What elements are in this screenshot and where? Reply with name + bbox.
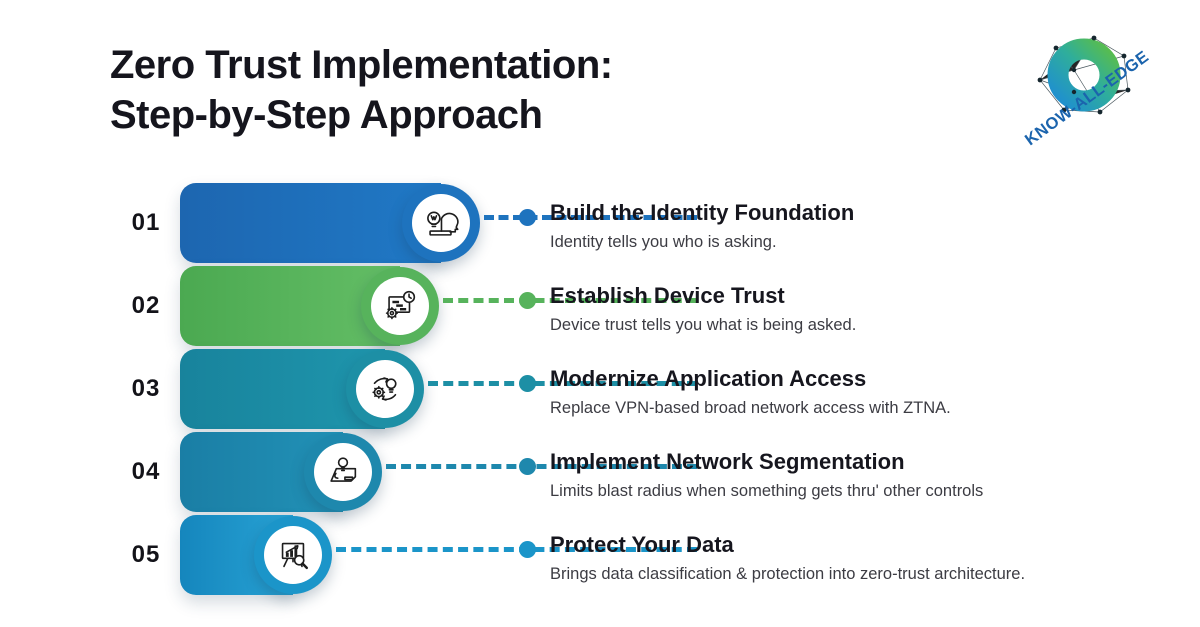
logo-torus-icon: KNOW-ALL-EDGE <box>1022 35 1153 150</box>
step-description: Brings data classification & protection … <box>550 565 1026 583</box>
connector-dot <box>519 209 536 226</box>
step-icon-badge <box>402 184 480 262</box>
step-icon-badge <box>304 433 382 511</box>
step-row-04: 04 Implement Network Segmentation Limit <box>0 432 1200 512</box>
step-number: 01 <box>131 209 161 236</box>
step-title: Build the Identity Foundation <box>550 200 855 225</box>
step-row-05: 05 <box>0 515 1200 595</box>
connector-dashed-line <box>443 298 697 303</box>
connector-dot <box>519 375 536 392</box>
connector-dashed-line <box>484 215 697 220</box>
step-title: Implement Network Segmentation <box>550 449 905 474</box>
page-title-line2: Step-by-Step Approach <box>110 93 543 137</box>
know-all-edge-logo: KNOW-ALL-EDGE <box>1008 18 1178 163</box>
step-title: Protect Your Data <box>550 532 734 557</box>
step-number: 04 <box>131 458 161 485</box>
page-title-line1: Zero Trust Implementation: <box>110 43 613 87</box>
step-description: Device trust tells you what is being ask… <box>550 316 857 334</box>
identity-head-lightbulb-icon <box>427 211 459 236</box>
data-chart-magnifier-icon <box>281 542 309 570</box>
step-number: 05 <box>131 541 161 568</box>
connector-dot <box>519 458 536 475</box>
step-description: Replace VPN-based broad network access w… <box>550 399 951 417</box>
connector-dashed-line <box>336 547 697 552</box>
device-plan-clock-gear-icon <box>385 290 416 320</box>
step-title: Modernize Application Access <box>550 366 867 391</box>
step-row-03: 03 <box>0 349 1200 429</box>
step-number: 03 <box>131 375 161 402</box>
step-description: Identity tells you who is asking. <box>550 233 777 251</box>
step-icon-badge <box>346 350 424 428</box>
connector-dot <box>519 541 536 558</box>
step-row-01: 01 Build the Identity Foundation Identi <box>0 183 1200 263</box>
step-title: Establish Device Trust <box>550 283 785 308</box>
step-icon-badge <box>361 267 439 345</box>
step-description: Limits blast radius when something gets … <box>550 482 984 500</box>
connector-dashed-line <box>386 464 697 469</box>
step-icon-badge <box>254 516 332 594</box>
connector-dashed-line <box>428 381 697 386</box>
network-blueprint-bulb-icon <box>330 457 357 482</box>
step-number: 02 <box>131 292 161 319</box>
logo-text: KNOW-ALL-EDGE <box>1022 48 1153 150</box>
step-row-02: 02 <box>0 266 1200 346</box>
page-title: Zero Trust Implementation: Step-by-Step … <box>110 40 613 140</box>
connector-dot <box>519 292 536 309</box>
step-bar <box>180 183 441 263</box>
modernize-gear-bulb-arrows-icon <box>372 377 397 401</box>
